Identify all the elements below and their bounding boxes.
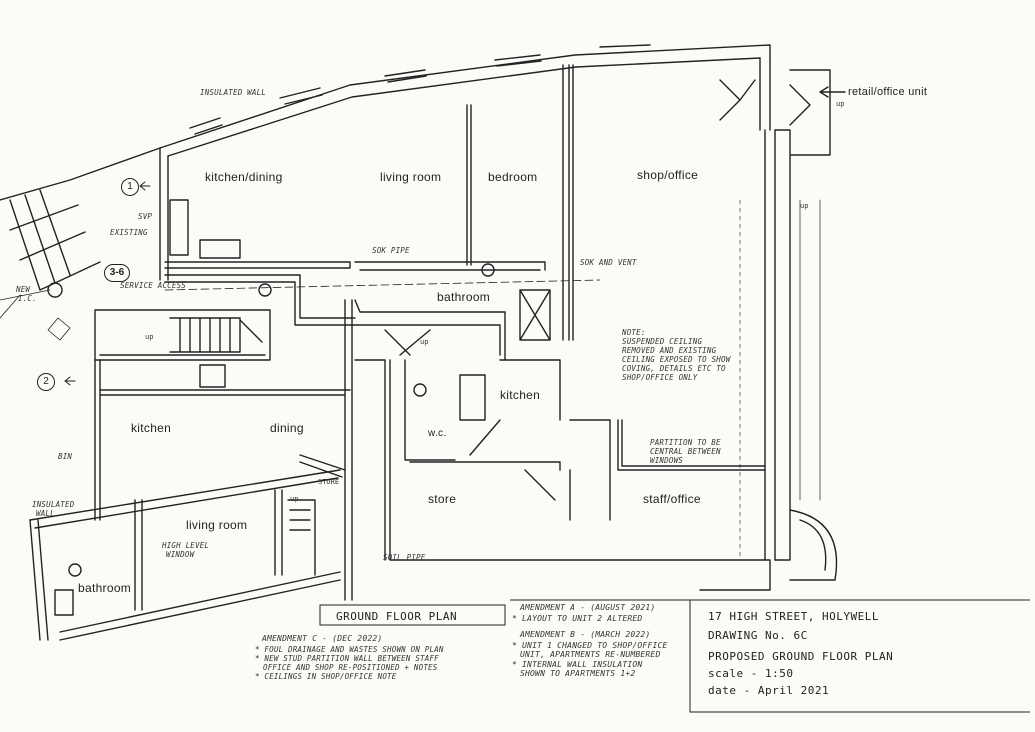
amendment-a-line-1: * LAYOUT TO UNIT 2 ALTERED xyxy=(512,614,643,623)
room-living-room-top: living room xyxy=(380,170,442,184)
amendment-b-line-4: SHOWN TO APARTMENTS 1+2 xyxy=(520,669,636,678)
note-ic: I.C. xyxy=(18,294,37,303)
amendment-c-line-3: OFFICE AND SHOP RE-POSITIONED + NOTES xyxy=(263,663,438,672)
room-wc: w.c. xyxy=(428,428,447,439)
note-partition-3: WINDOWS xyxy=(650,456,684,465)
store-small-label: STORE xyxy=(318,478,340,486)
note-high-level-2: WINDOW xyxy=(166,550,195,559)
title-block-border xyxy=(689,599,1030,713)
up-label-5: up xyxy=(800,202,809,210)
wall-left-upper xyxy=(159,147,169,281)
title-scale: scale - 1:50 xyxy=(708,667,794,680)
amendment-b-title: AMENDMENT B - (MARCH 2022) xyxy=(520,630,651,639)
amendment-c-line-4: * CEILINGS IN SHOP/OFFICE NOTE xyxy=(255,672,397,681)
note-high-level-1: HIGH LEVEL xyxy=(162,541,210,550)
room-living-room-bottom: living room xyxy=(186,518,248,532)
up-label-2: up xyxy=(145,333,154,341)
note-soil-pipe: SOIL PIPE xyxy=(383,553,426,562)
note-existing: EXISTING xyxy=(110,228,148,237)
title-drawing-title: PROPOSED GROUND FLOOR PLAN xyxy=(708,650,894,663)
wall-right xyxy=(759,57,776,561)
title-address: 17 HIGH STREET, HOLYWELL xyxy=(708,610,879,623)
note-ceiling-1: NOTE: xyxy=(622,328,646,337)
amendment-b-line-2: UNIT, APARTMENTS RE-NUMBERED xyxy=(520,650,661,659)
room-bedroom: bedroom xyxy=(488,170,538,184)
wall-bedroom-shop xyxy=(562,64,574,341)
up-label-1: up xyxy=(836,100,845,108)
note-bin: BIN xyxy=(58,452,73,461)
corridor-walls xyxy=(164,261,546,356)
wall-apartment-2 xyxy=(94,309,271,361)
amendment-c-title: AMENDMENT C - (DEC 2022) xyxy=(262,634,383,643)
note-new: NEW xyxy=(16,285,31,294)
note-svp: SVP xyxy=(138,212,153,221)
wall-bottom-left xyxy=(29,469,341,641)
amendment-c-line-1: * FOUL DRAINAGE AND WASTES SHOWN ON PLAN xyxy=(255,645,444,654)
retail-office-unit-label: retail/office unit xyxy=(848,86,928,98)
room-store: store xyxy=(428,492,457,506)
note-sok-pipe-1: SOK PIPE xyxy=(372,246,410,255)
up-label-3: up xyxy=(290,495,299,503)
note-ceiling-6: SHOP/OFFICE ONLY xyxy=(622,373,698,382)
note-partition-2: CENTRAL BETWEEN xyxy=(650,447,721,456)
title-date: date - April 2021 xyxy=(708,684,830,697)
room-shop-office: shop/office xyxy=(637,168,699,182)
wall-living-bedroom xyxy=(466,104,472,266)
note-partition-1: PARTITION TO BE xyxy=(650,438,721,447)
note-sok-vent: SOK AND VENT xyxy=(580,258,637,267)
room-bathroom-bottom: bathroom xyxy=(78,581,132,595)
marker-2: 2 xyxy=(37,373,55,391)
room-bathroom-mid: bathroom xyxy=(437,290,491,304)
plan-title: GROUND FLOOR PLAN xyxy=(336,610,458,623)
note-insulated-top: INSULATED WALL xyxy=(200,88,267,97)
room-dining-left: dining xyxy=(270,421,304,435)
marker-3-6: 3-6 xyxy=(104,264,130,282)
amendment-b-line-3: * INTERNAL WALL INSULATION xyxy=(512,660,643,669)
note-service-access: SERVICE ACCESS xyxy=(120,281,187,290)
note-ceiling-5: COVING, DETAILS ETC TO xyxy=(622,364,726,373)
note-insulated-left-2: WALL xyxy=(36,509,55,518)
amendment-b-line-1: * UNIT 1 CHANGED TO SHOP/OFFICE xyxy=(512,641,668,650)
amendment-a-title: AMENDMENT A - (AUGUST 2021) xyxy=(520,603,656,612)
title-drawing-number: DRAWING No. 6C xyxy=(708,629,808,642)
room-kitchen-dining-top: kitchen/dining xyxy=(205,170,283,184)
note-ceiling-3: REMOVED AND EXISTING xyxy=(622,346,717,355)
room-staff-office: staff/office xyxy=(643,492,701,506)
up-label-4: up xyxy=(420,338,429,346)
note-ceiling-4: CEILING EXPOSED TO SHOW xyxy=(622,355,731,364)
room-kitchen-mid: kitchen xyxy=(500,388,541,402)
note-insulated-left-1: INSULATED xyxy=(32,500,75,509)
amendment-c-line-2: * NEW STUD PARTITION WALL BETWEEN STAFF xyxy=(255,654,439,663)
facade-top-wall xyxy=(159,44,771,149)
note-ceiling-2: SUSPENDED CEILING xyxy=(622,337,703,346)
marker-1: 1 xyxy=(121,178,139,196)
room-kitchen-left: kitchen xyxy=(131,421,172,435)
